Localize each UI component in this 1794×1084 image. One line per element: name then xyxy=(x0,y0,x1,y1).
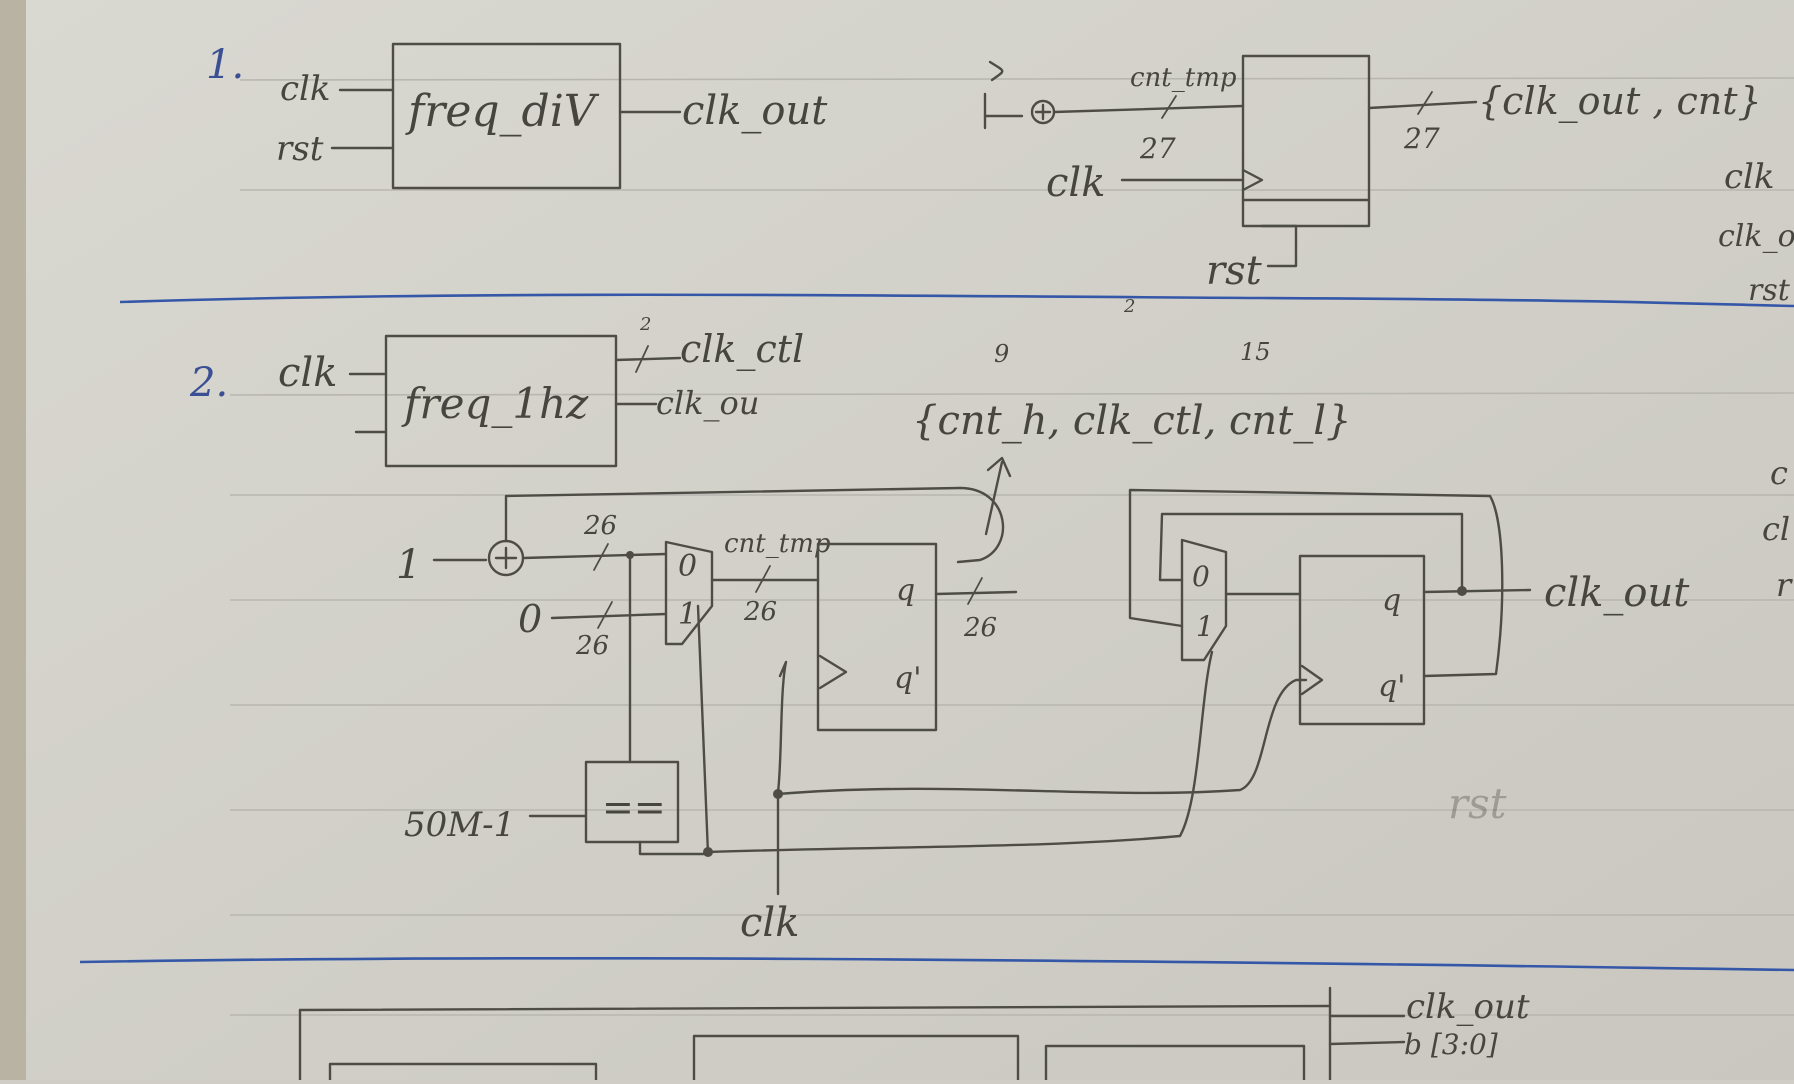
register-concat-output: {clk_out , cnt} xyxy=(1478,79,1762,124)
register-2-qn: q' xyxy=(894,661,921,696)
paper-edge-shadow xyxy=(0,0,26,1080)
section-3: clk_out b [3:0] xyxy=(298,986,1530,1084)
freq-1hz-label: freq_1hz xyxy=(401,379,589,428)
mux-1 xyxy=(664,540,714,646)
adder-wire-label: cnt_tmp xyxy=(1130,63,1237,93)
register-clk-input: clk xyxy=(1046,160,1105,206)
comparator-constant: 50M-1 xyxy=(404,805,515,845)
adder-bus-width: 27 xyxy=(1139,132,1176,165)
comparator-op: == xyxy=(602,785,666,829)
mux-1-sel1: 1 xyxy=(678,597,697,632)
register-rst-input: rst xyxy=(1206,248,1263,294)
freq-1hz-block xyxy=(384,334,618,468)
section-3-b-out: b [3:0] xyxy=(1404,1028,1498,1061)
section-3-clk-out: clk_out xyxy=(1406,987,1530,1027)
toggle-register-q: q xyxy=(1382,583,1401,618)
freq-div-clk-output: clk_out xyxy=(682,88,828,134)
section-2-number: 2. xyxy=(189,360,228,406)
concat-width-ctl: 2 xyxy=(1123,296,1135,317)
zero-input-width: 26 xyxy=(575,631,609,661)
clock-input-label: clk xyxy=(740,900,799,946)
concat-width-h: 9 xyxy=(994,340,1009,368)
mux-zero-input: 0 xyxy=(518,597,542,641)
section-1: 1. freq_diV clk rst clk_out cnt_tmp 27 c… xyxy=(206,42,1794,308)
mux-out-label: cnt_tmp xyxy=(724,529,831,559)
side-label-clk-ou: clk_ou xyxy=(1718,219,1794,254)
mux-2-sel1: 1 xyxy=(1196,610,1214,643)
concat-expression: {cnt_h, clk_ctl, cnt_l} xyxy=(912,398,1352,444)
freq-1hz-clk-output: clk_ou xyxy=(656,384,759,422)
section-divider-1 xyxy=(119,293,1794,308)
mux-2 xyxy=(1180,538,1228,662)
section-2: 2. freq_1hz clk 2 clk_ctl clk_ou 9 2 15 … xyxy=(189,296,1793,946)
side-label-c: c xyxy=(1770,454,1788,492)
ruled-lines xyxy=(229,77,1794,1016)
toggle-clk-out-label: clk_out xyxy=(1544,570,1690,616)
register-2-q: q xyxy=(896,573,915,608)
toggle-register-qn: q' xyxy=(1378,669,1405,704)
mux-out-width: 26 xyxy=(743,597,777,627)
section-1-number: 1. xyxy=(206,42,244,88)
output-bus-width: 27 xyxy=(1403,122,1440,155)
freq-div-label: freq_diV xyxy=(405,86,600,137)
side-label-r: r xyxy=(1776,566,1793,604)
counter-register-2 xyxy=(816,542,938,732)
side-label-cl: cl xyxy=(1762,510,1790,548)
faint-rst-label: rst xyxy=(1448,779,1507,828)
counter-register xyxy=(1241,54,1371,228)
mux-2-sel0: 0 xyxy=(1192,560,1210,593)
freq-div-rst-input: rst xyxy=(276,129,324,169)
adder-constant-one: 1 xyxy=(396,542,421,588)
freq-div-clk-input: clk xyxy=(280,69,331,109)
paper-sheet xyxy=(24,0,1794,1080)
freq-1hz-ctl-width: 2 xyxy=(639,314,651,335)
register-2-q-width: 26 xyxy=(963,613,997,643)
mux-1-sel0: 0 xyxy=(678,549,697,584)
comparator-block xyxy=(584,760,680,844)
adder-width: 26 xyxy=(583,511,617,541)
freq-div-block xyxy=(391,42,622,190)
concat-width-l: 15 xyxy=(1240,338,1271,366)
freq-1hz-clk-input: clk xyxy=(278,350,337,396)
side-label-rst: rst xyxy=(1748,273,1791,308)
toggle-register xyxy=(1298,554,1426,726)
section-divider-2 xyxy=(79,956,1794,972)
side-label-clk: clk xyxy=(1724,157,1775,197)
freq-1hz-ctl-output: clk_ctl xyxy=(680,327,804,372)
